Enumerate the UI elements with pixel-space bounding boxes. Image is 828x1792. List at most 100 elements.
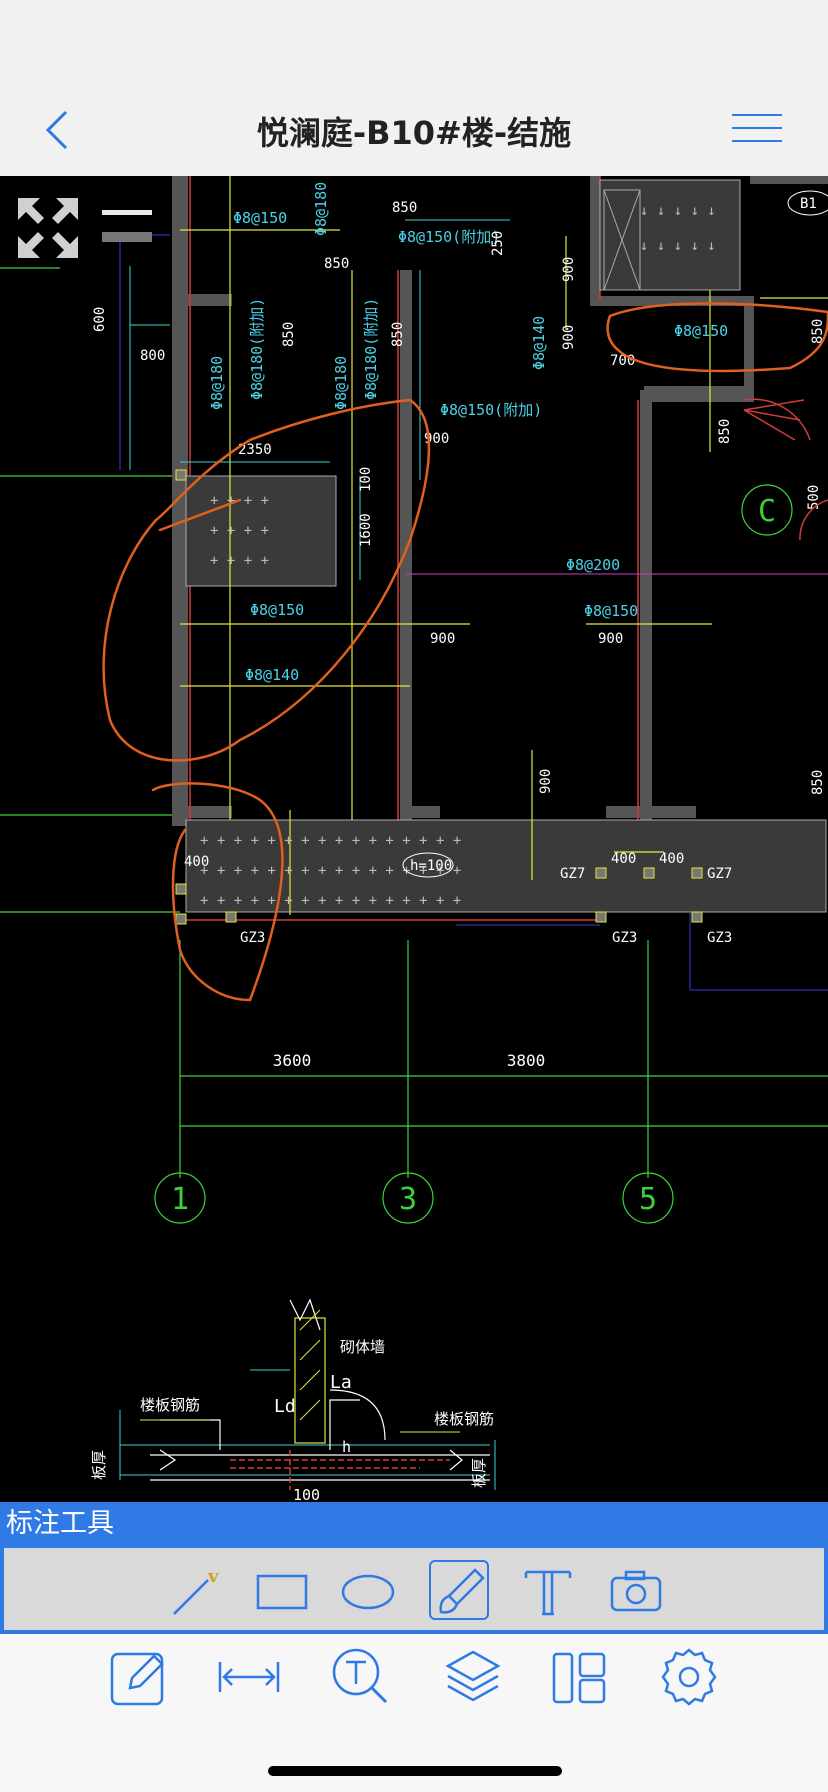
dimension-250: 250 (490, 231, 506, 256)
slab-height-label: h=100 (410, 858, 452, 874)
brush-tool-icon (439, 1568, 485, 1614)
dimension-850: 850 (390, 322, 406, 347)
detail-label: 板厚 (470, 1458, 488, 1488)
dimension-850: 850 (281, 322, 297, 347)
home-indicator (268, 1766, 562, 1776)
dimension-850: 850 (810, 319, 826, 344)
bottom-toolbar (0, 1634, 828, 1792)
grid-label-c: C (758, 494, 776, 529)
rebar-label: Φ8@150(附加) (440, 401, 542, 419)
toggle-toolbar-button[interactable] (100, 204, 156, 248)
back-button[interactable] (40, 108, 76, 152)
rebar-label: Φ8@180(附加) (362, 298, 380, 400)
measure-icon (218, 1662, 280, 1692)
hamburger-menu-icon (732, 114, 782, 142)
dimension-850: 850 (324, 256, 349, 272)
annotation-tools-title: 标注工具 (0, 1502, 828, 1546)
page-title: 悦澜庭-B10#楼-结施 (256, 114, 572, 152)
text-tool-button[interactable] (518, 1560, 578, 1620)
dimension-2350: 2350 (238, 442, 272, 458)
brush-tool-button[interactable] (429, 1560, 489, 1620)
dimension-400: 400 (184, 854, 209, 870)
line-tool-button[interactable]: v (168, 1560, 228, 1620)
camera-tool-button[interactable] (606, 1560, 666, 1620)
annotation-stroke[interactable] (606, 302, 828, 373)
text-search-button[interactable] (330, 1646, 392, 1708)
svg-text:+ + + +: + + + + (210, 553, 269, 569)
detail-label: 楼板钢筋 (434, 1410, 494, 1428)
rebar-label: Φ8@180(附加) (248, 298, 266, 400)
svg-text:+ + + + + + + + + +: + + + + + + + + + + + + + + + + (200, 893, 461, 909)
svg-text:v: v (207, 1566, 219, 1587)
dimension-1600: 1600 (358, 513, 374, 547)
rebar-label: Φ8@180 (312, 182, 330, 236)
dimension-850: 850 (392, 200, 417, 216)
svg-text:↓ ↓ ↓ ↓ ↓: ↓ ↓ ↓ ↓ ↓ (640, 238, 716, 254)
dimension-900: 900 (561, 325, 577, 350)
dimension-400: 400 (611, 851, 636, 867)
chevron-left-icon (45, 110, 68, 150)
dimension-900: 900 (538, 769, 554, 794)
rebar-label: Φ8@150 (233, 209, 287, 227)
fullscreen-button[interactable] (16, 196, 80, 260)
dimension-800: 800 (140, 348, 165, 364)
annotation-stroke[interactable] (102, 398, 431, 762)
rebar-label: Φ8@150 (584, 602, 638, 620)
dimension-900: 900 (430, 631, 455, 647)
column-label: GZ7 (560, 866, 585, 882)
settings-icon (661, 1648, 717, 1706)
detail-label: 楼板钢筋 (140, 1396, 200, 1414)
dimension-400: 400 (659, 851, 684, 867)
layers-icon (445, 1650, 501, 1702)
layout-button[interactable] (550, 1646, 612, 1708)
dimension-900: 900 (561, 257, 577, 282)
svg-text:+ + + + + + + + + +: + + + + + + + + + + + + + + + + (200, 833, 461, 849)
line-tool-icon: v (173, 1566, 219, 1615)
dimension-100: 100 (358, 467, 374, 492)
measure-button[interactable] (218, 1646, 280, 1708)
grid-axis-bubble (154, 1172, 206, 1224)
rectangle-tool-button[interactable] (252, 1560, 312, 1620)
dimension-3600: 3600 (273, 1051, 312, 1070)
grid-label-3: 3 (399, 1182, 417, 1217)
layers-button[interactable] (442, 1646, 504, 1708)
svg-text:+ + + + + + + + + +: + + + + + + + + + + + + + + + + (200, 863, 461, 879)
rebar-label: Φ8@140 (530, 316, 548, 370)
detail-label: Ld (274, 1396, 296, 1417)
rectangle-tool-icon (256, 1574, 308, 1610)
ellipse-tool-icon (341, 1574, 395, 1610)
drawing-canvas[interactable]: 1 3 5 C 3600 3800 + + + ++ + + (0, 176, 828, 1502)
menu-button[interactable] (732, 114, 782, 150)
top-bar: 悦澜庭-B10#楼-结施 (0, 0, 828, 176)
column-label: GZ3 (707, 930, 732, 946)
text-tool-icon (524, 1570, 572, 1616)
detail-label: h (342, 1438, 351, 1456)
grid-label-5: 5 (639, 1182, 657, 1217)
section-label: B1 (800, 196, 817, 212)
camera-tool-icon (610, 1570, 662, 1612)
dimension-900: 900 (598, 631, 623, 647)
column-label: GZ7 (707, 866, 732, 882)
svg-text:↓ ↓ ↓ ↓ ↓: ↓ ↓ ↓ ↓ ↓ (640, 203, 716, 219)
detail-label: 板厚 (90, 1450, 108, 1480)
rebar-label: Φ8@140 (245, 666, 299, 684)
text-search-icon (332, 1648, 388, 1704)
dimension-500: 500 (806, 485, 822, 510)
detail-label: 100 (293, 1486, 320, 1502)
annotate-icon (110, 1652, 164, 1706)
dimension-850: 850 (810, 770, 826, 795)
svg-text:+ + + +: + + + + (210, 523, 269, 539)
rebar-label: Φ8@180 (208, 356, 226, 410)
dimension-600: 600 (92, 307, 108, 332)
settings-button[interactable] (658, 1646, 720, 1708)
dimension-850: 850 (717, 419, 733, 444)
annotate-button[interactable] (108, 1646, 170, 1708)
detail-label: 砌体墙 (340, 1338, 385, 1356)
dimension-900: 900 (424, 431, 449, 447)
column-label: GZ3 (612, 930, 637, 946)
rebar-label: Φ8@150 (250, 601, 304, 619)
detail-label: La (330, 1372, 352, 1393)
annotation-toolbar: v (0, 1546, 828, 1634)
ellipse-tool-button[interactable] (338, 1560, 398, 1620)
minimize-icon (102, 210, 152, 242)
